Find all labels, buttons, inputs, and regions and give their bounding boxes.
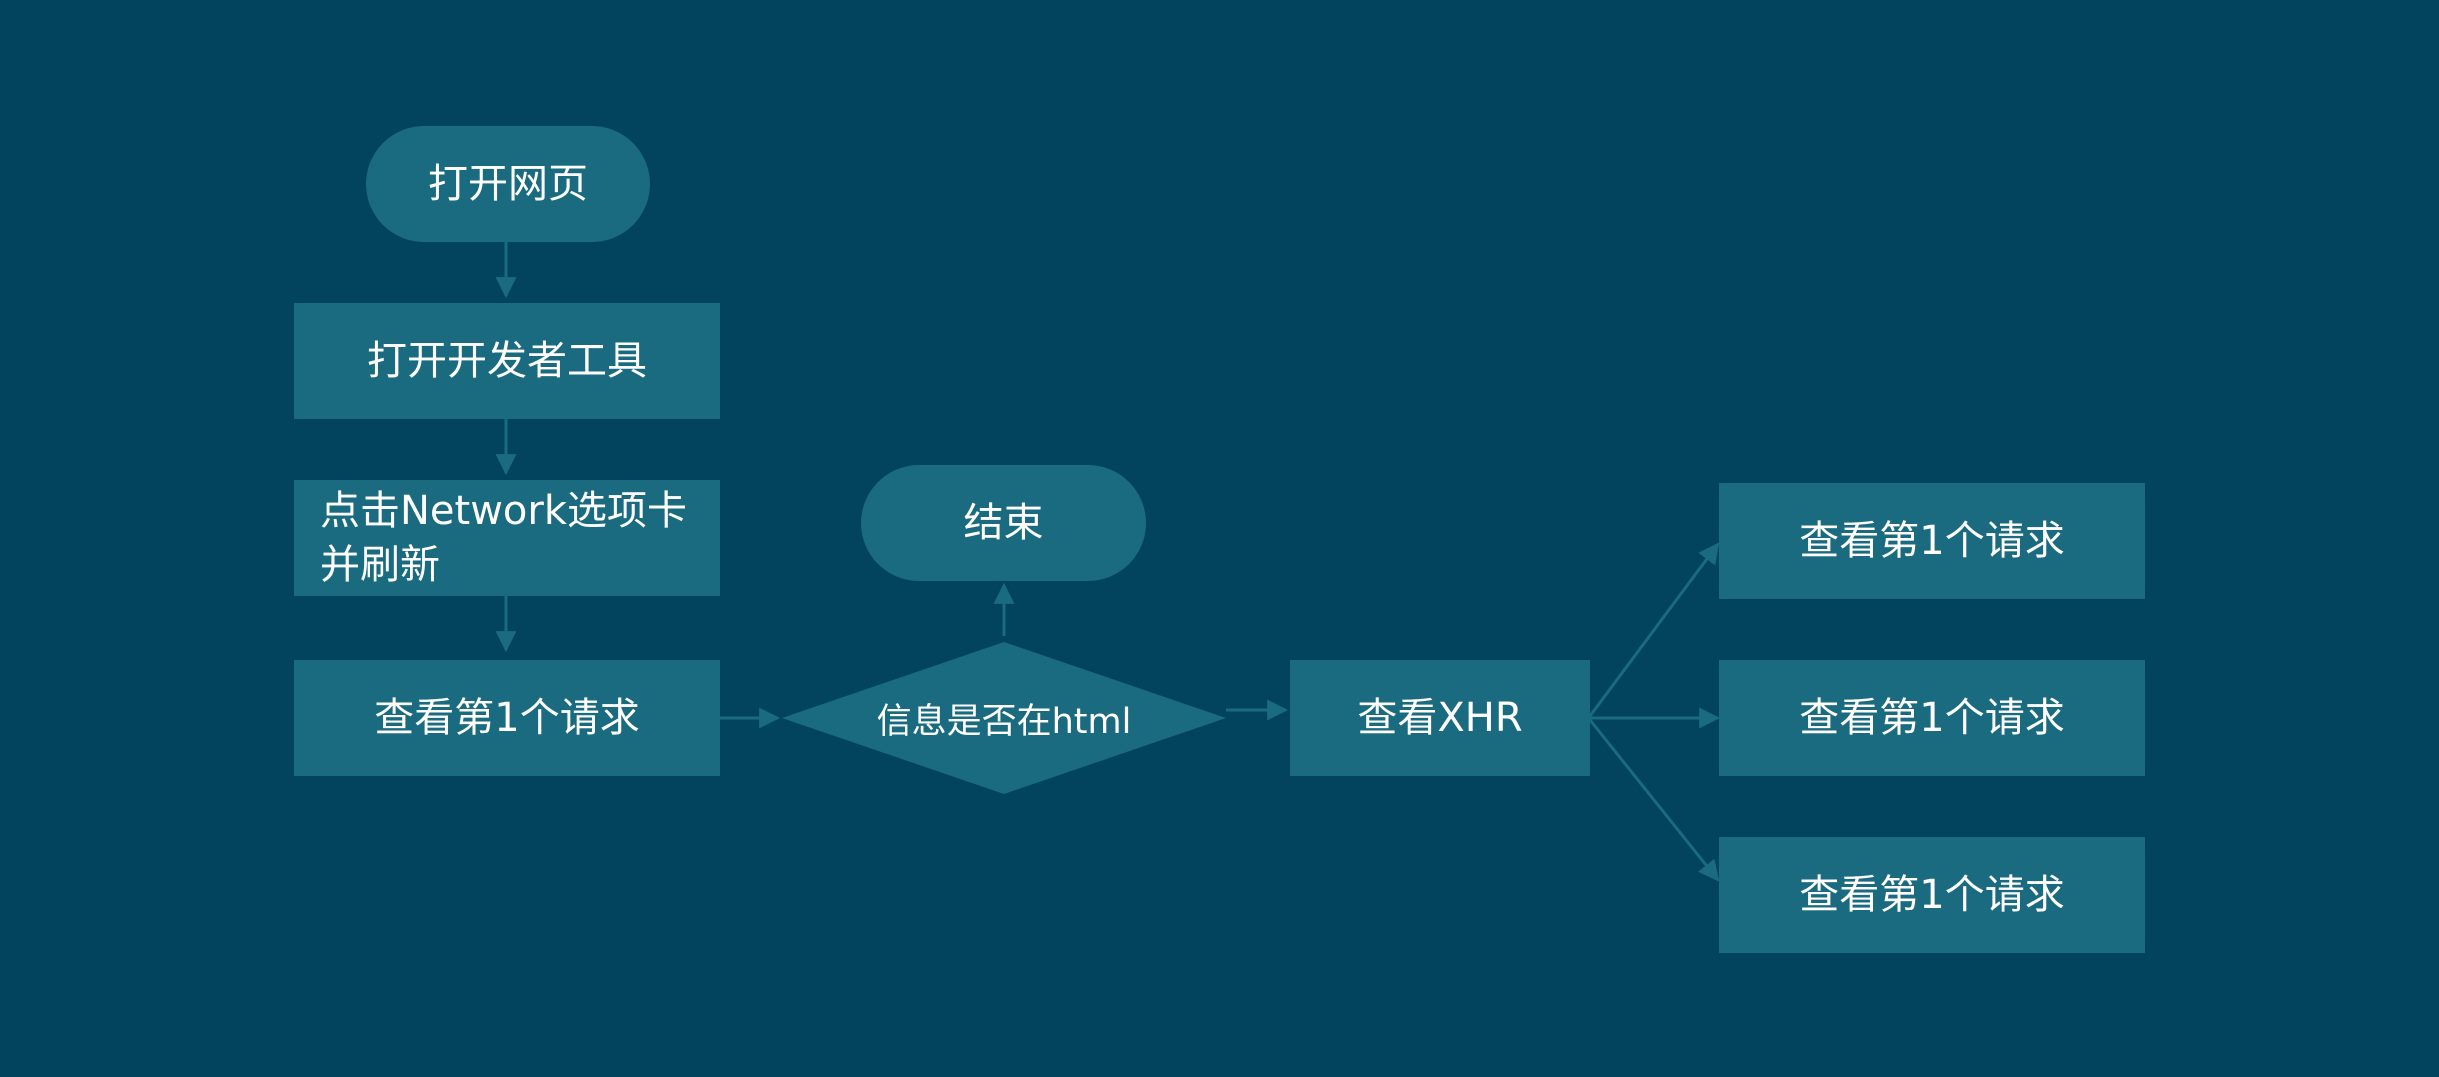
node-xhr-request-3: 查看第1个请求 xyxy=(1719,837,2145,953)
node-xhr-request-1-label: 查看第1个请求 xyxy=(1799,518,2065,564)
decision-diamond xyxy=(782,642,1226,794)
arrow-xhr-to-request-1 xyxy=(1588,542,1720,717)
node-xhr-request-1: 查看第1个请求 xyxy=(1719,483,2145,599)
node-open-page: 打开网页 xyxy=(366,126,650,242)
node-open-page-label: 打开网页 xyxy=(428,161,588,207)
node-view-first-request: 查看第1个请求 xyxy=(294,660,720,776)
node-click-network-label: 点击Network选项卡 并刷新 xyxy=(320,484,687,592)
node-view-first-request-label: 查看第1个请求 xyxy=(374,695,640,741)
node-end: 结束 xyxy=(861,465,1146,581)
node-click-network-line-2: 并刷新 xyxy=(320,542,440,588)
decision-label-text: 信息是否在html xyxy=(876,701,1132,742)
node-end-label: 结束 xyxy=(963,500,1044,546)
node-view-xhr-label: 查看XHR xyxy=(1357,695,1523,741)
decision-label: 信息是否在html xyxy=(830,690,1178,746)
node-xhr-request-3-label: 查看第1个请求 xyxy=(1799,872,2065,918)
node-click-network: 点击Network选项卡 并刷新 xyxy=(294,480,720,596)
node-xhr-request-2: 查看第1个请求 xyxy=(1719,660,2145,776)
arrow-xhr-to-request-3 xyxy=(1588,719,1720,882)
node-xhr-request-2-label: 查看第1个请求 xyxy=(1799,695,2065,741)
node-open-devtools: 打开开发者工具 xyxy=(294,303,720,419)
node-click-network-line-1: 点击Network选项卡 xyxy=(320,488,688,534)
node-view-xhr: 查看XHR xyxy=(1290,660,1590,776)
node-open-devtools-label: 打开开发者工具 xyxy=(367,338,647,384)
